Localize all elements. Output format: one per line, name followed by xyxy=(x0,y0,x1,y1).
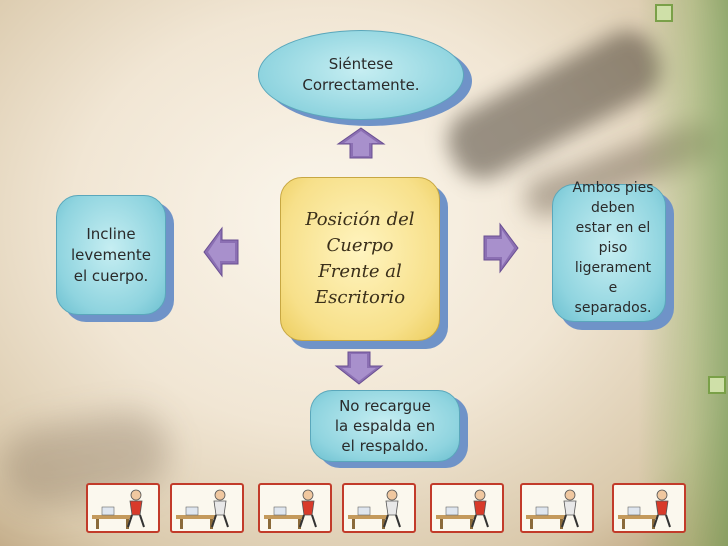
posture-figure-icon xyxy=(264,489,317,529)
bottom-box: No recargue la espalda en el respaldo. xyxy=(310,390,460,462)
posture-figure-icon xyxy=(436,489,489,529)
right-box-label: Ambos pies deben estar en el piso ligera… xyxy=(548,162,678,334)
right-box-text: Ambos pies deben estar en el piso ligera… xyxy=(572,180,654,316)
center-box: Posición del Cuerpo Frente al Escritorio xyxy=(280,177,440,341)
posture-image xyxy=(520,483,594,533)
posture-figure-icon xyxy=(92,489,145,529)
right-arrow-icon xyxy=(483,222,519,274)
posture-figure-icon xyxy=(176,489,229,529)
posture-image xyxy=(430,483,504,533)
bottom-box-text: No recargue la espalda en el respaldo. xyxy=(334,397,436,455)
posture-image xyxy=(170,483,244,533)
posture-image xyxy=(342,483,416,533)
corner-square xyxy=(708,376,726,394)
left-arrow-icon xyxy=(203,226,239,278)
posture-figure-icon xyxy=(618,489,671,529)
left-box-text: Incline levemente el cuerpo. xyxy=(71,224,151,285)
down-arrow-icon xyxy=(334,351,384,385)
posture-figure-icon xyxy=(348,489,401,529)
corner-square xyxy=(655,4,673,22)
top-oval: Siéntese Correctamente. xyxy=(258,30,464,120)
up-arrow-icon xyxy=(336,127,386,159)
posture-image xyxy=(86,483,160,533)
left-box: Incline levemente el cuerpo. xyxy=(56,195,166,315)
posture-image xyxy=(258,483,332,533)
top-oval-text: Siéntese Correctamente. xyxy=(302,55,420,94)
posture-figure-icon xyxy=(526,489,579,529)
posture-image xyxy=(612,483,686,533)
center-box-text: Posición del Cuerpo Frente al Escritorio xyxy=(305,209,415,308)
right-box xyxy=(552,184,666,322)
